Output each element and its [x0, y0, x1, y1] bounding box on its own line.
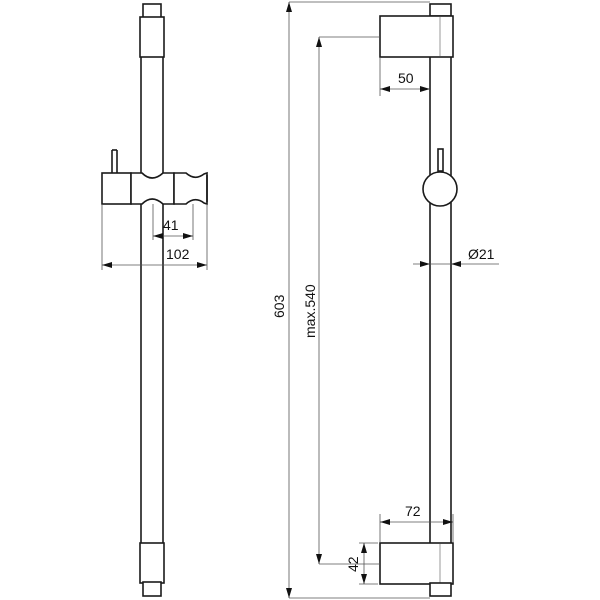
bottom-end-cap	[139, 542, 165, 597]
dimension-50: 50	[379, 58, 430, 96]
label-42: 42	[345, 556, 361, 572]
label-diameter-21: Ø21	[468, 246, 495, 262]
label-72: 72	[405, 503, 421, 519]
side-bottom-cap	[429, 582, 452, 597]
dimension-102: 102	[101, 204, 208, 270]
dimension-42: 42	[345, 542, 378, 585]
side-rail-tube	[429, 55, 452, 545]
front-view: 41 102	[101, 3, 208, 597]
side-view: 50 Ø21 603 max.540 72	[271, 1, 499, 599]
dimension-41: 41	[152, 204, 194, 240]
label-50: 50	[398, 70, 414, 86]
side-top-cap	[429, 3, 452, 17]
label-max-540: max.540	[302, 284, 318, 338]
slider-holder	[101, 149, 208, 206]
rail-tube	[140, 55, 164, 545]
dimension-603: 603	[271, 1, 430, 599]
dimension-72: 72	[379, 503, 454, 542]
dimension-max-540: max.540	[302, 36, 380, 565]
label-603: 603	[271, 294, 287, 318]
label-102: 102	[166, 246, 190, 262]
top-end-cap	[139, 3, 165, 58]
top-wall-bracket	[379, 15, 454, 58]
bottom-wall-bracket	[379, 542, 454, 585]
slider-knob	[422, 148, 458, 207]
label-41: 41	[163, 217, 179, 233]
dimension-diameter-21: Ø21	[413, 246, 499, 267]
